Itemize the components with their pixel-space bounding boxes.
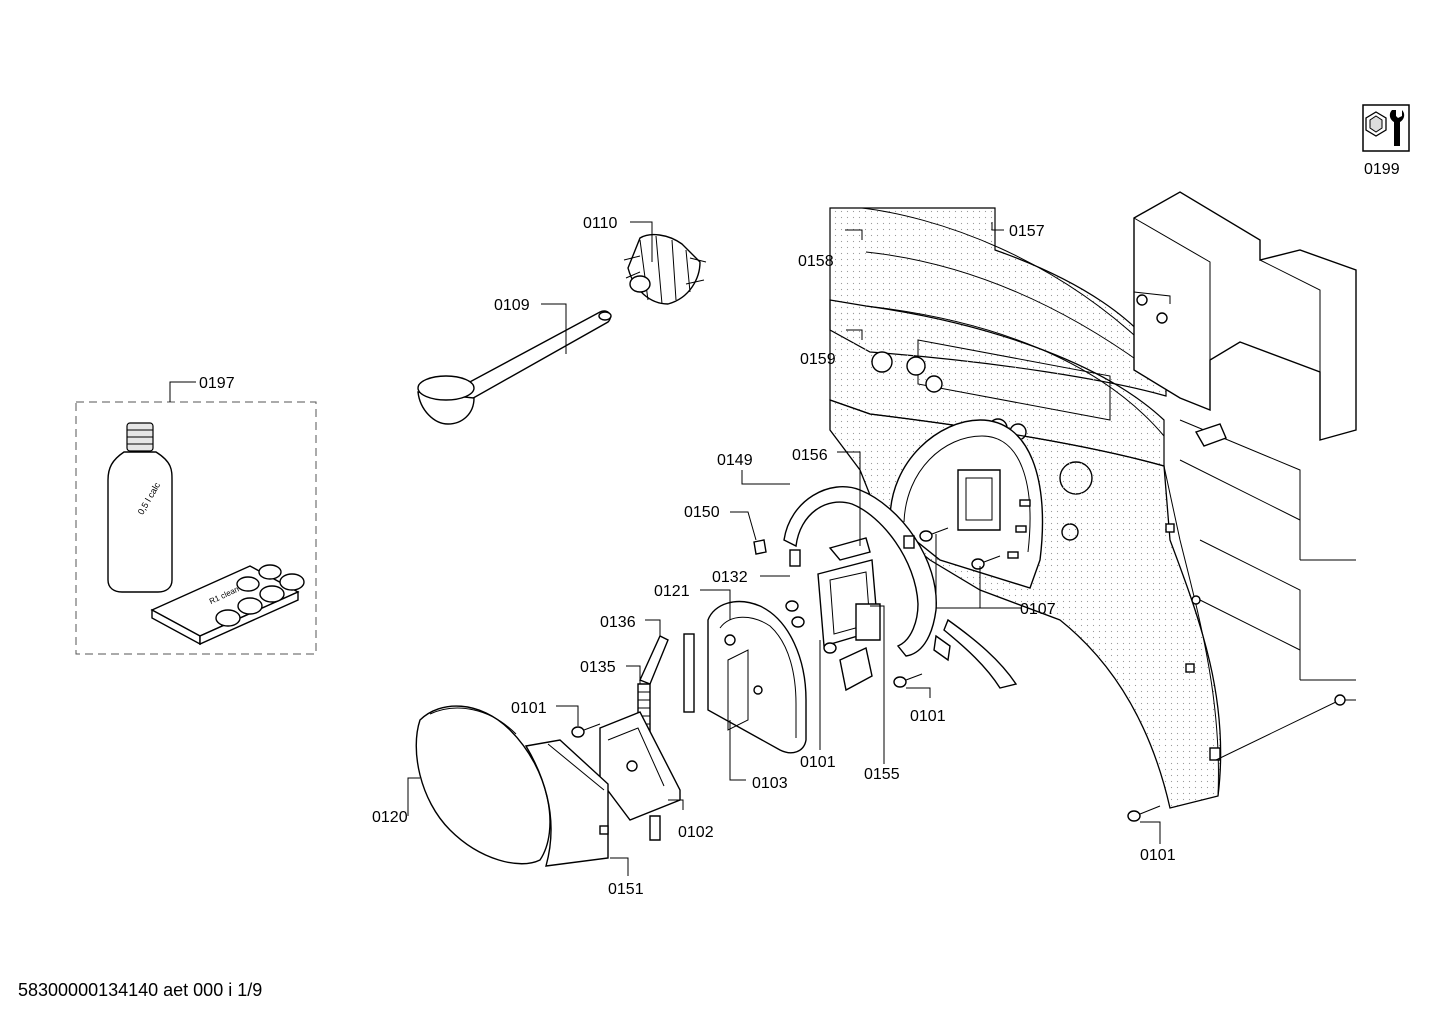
screw-1 xyxy=(571,723,601,738)
screws xyxy=(571,527,1161,822)
label-0103: 0103 xyxy=(752,775,788,792)
label-0101-b: 0101 xyxy=(910,708,946,725)
bracket-0156 xyxy=(817,537,881,692)
label-0197: 0197 xyxy=(199,375,235,392)
kit-0197: 0,5 l calc R1 clean xyxy=(75,381,317,655)
holder-0121 xyxy=(683,600,807,754)
part-labels: 0199 0110 0109 0197 0158 0157 0159 0149 … xyxy=(199,161,1400,898)
label-0132: 0132 xyxy=(712,569,748,586)
cover-0120 xyxy=(415,705,551,865)
label-0135: 0135 xyxy=(580,659,616,676)
spout-cover-0151 xyxy=(524,739,609,867)
screw-6 xyxy=(785,600,837,654)
screw-2 xyxy=(893,673,923,688)
label-0155: 0155 xyxy=(864,766,900,783)
descaler-bottle: 0,5 l calc xyxy=(107,422,173,593)
label-0157: 0157 xyxy=(1009,223,1045,240)
label-0109: 0109 xyxy=(494,297,530,314)
label-0136: 0136 xyxy=(600,614,636,631)
label-0150: 0150 xyxy=(684,504,720,521)
label-0101-c: 0101 xyxy=(800,754,836,771)
screw-5 xyxy=(971,555,1001,570)
measuring-spoon xyxy=(417,310,612,425)
label-0120: 0120 xyxy=(372,809,408,826)
label-0151: 0151 xyxy=(608,881,644,898)
label-0101-d: 0101 xyxy=(1140,847,1176,864)
rear-housing xyxy=(1133,191,1357,761)
label-0107: 0107 xyxy=(1020,601,1056,618)
footer-code: 58300000134140 aet 000 i 1/9 xyxy=(18,980,263,1000)
cap-0110 xyxy=(623,233,707,305)
label-0156: 0156 xyxy=(792,447,828,464)
label-0110: 0110 xyxy=(583,215,618,232)
clip-0101 xyxy=(933,618,1018,689)
label-0101-a: 0101 xyxy=(511,700,547,717)
label-0199: 0199 xyxy=(1364,161,1400,178)
label-0121: 0121 xyxy=(654,583,690,600)
front-panel xyxy=(829,207,1222,809)
cleaning-tablets: R1 clean xyxy=(150,564,305,646)
pin-0150 xyxy=(753,539,767,555)
label-0159: 0159 xyxy=(800,351,836,368)
nut-wrench-icon xyxy=(1362,104,1410,152)
bracket-0102 xyxy=(599,711,681,841)
screw-4 xyxy=(919,527,949,542)
leader-lines xyxy=(407,221,1161,876)
label-0149: 0149 xyxy=(717,452,753,469)
label-0102: 0102 xyxy=(678,824,714,841)
label-0158: 0158 xyxy=(798,253,834,270)
screw-3 xyxy=(1127,805,1161,822)
